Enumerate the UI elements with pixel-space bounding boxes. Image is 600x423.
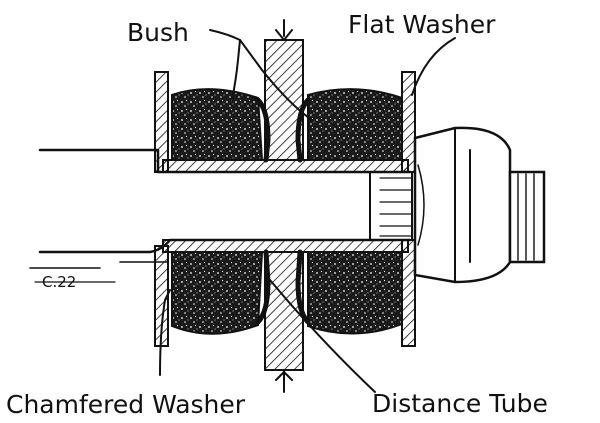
distance-tube bbox=[162, 159, 409, 253]
label-flat-washer: Flat Washer bbox=[348, 10, 496, 39]
bracket-plate bbox=[264, 19, 304, 393]
label-distance-tube: Distance Tube bbox=[372, 389, 548, 418]
nut bbox=[369, 126, 512, 284]
flat-washers bbox=[154, 71, 416, 347]
thread-end bbox=[508, 170, 546, 264]
rubber-bushes bbox=[171, 88, 403, 335]
chamfered-washers bbox=[255, 97, 311, 325]
label-bush: Bush bbox=[127, 18, 189, 47]
label-chamfered-washer: Chamfered Washer bbox=[6, 390, 246, 419]
leader-lines bbox=[159, 29, 456, 393]
label-code: C.22 bbox=[42, 273, 76, 291]
